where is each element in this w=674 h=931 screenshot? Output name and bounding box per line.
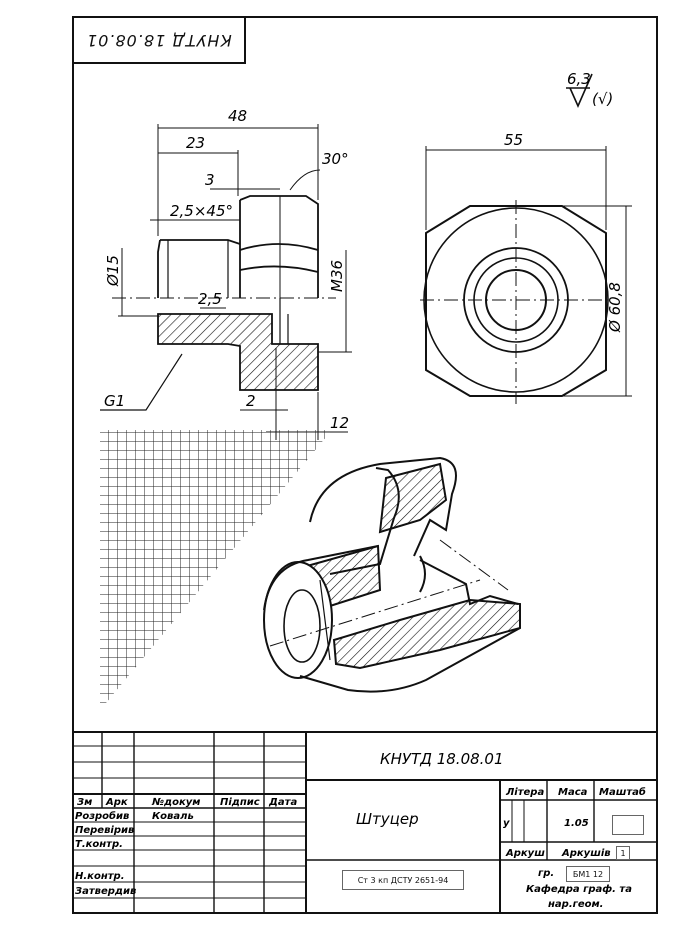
dim-chamfer: 2,5×45° (170, 202, 233, 220)
developer-name: Коваль (152, 811, 194, 822)
title-code: КНУТД 18.08.01 (380, 750, 504, 768)
col-ark: Арк (105, 797, 128, 808)
dim-d15: Ø15 (104, 255, 122, 287)
dim-d608: Ø 60,8 (606, 282, 624, 333)
group-label: гр. (538, 868, 554, 879)
dim-g1: G1 (104, 392, 125, 410)
material-box[interactable]: Ст 3 кп ДСТУ 2651-94 (342, 870, 464, 890)
litera-label: Літера (505, 787, 544, 798)
title-block-text: КНУТД 18.08.01 Штуцер Зм Арк №докум Підп… (75, 750, 646, 910)
litera-value: у (503, 818, 510, 829)
dim-m36: M36 (328, 260, 346, 292)
dim-angle: 30° (322, 150, 349, 168)
title-name: Штуцер (356, 810, 419, 828)
material-value: Ст 3 кп ДСТУ 2651-94 (357, 875, 449, 885)
dim-3: 3 (205, 171, 215, 189)
col-doc: №докум (151, 797, 200, 808)
dim-23: 23 (186, 134, 205, 152)
drawing-frame (72, 16, 658, 914)
sheet-label: Аркуш (505, 848, 545, 859)
side-view (420, 146, 632, 404)
title-block-lines (72, 731, 658, 914)
dept-line1: Кафедра граф. та (526, 883, 632, 895)
scale-value-box[interactable] (612, 815, 644, 835)
row-tcontrol: Т.контр. (75, 839, 123, 850)
isometric-view (263, 456, 521, 693)
top-stamp: КНУТД 18.08.01 (74, 18, 246, 64)
front-view-dimensions: 48 23 3 2,5×45° 30° Ø15 M36 2,5 G1 2 12 (104, 107, 349, 432)
sheets-label: Аркушів (561, 848, 611, 859)
side-view-dimensions: 55 Ø 60,8 (504, 131, 624, 333)
group-value-box[interactable]: БМ1 12 (566, 866, 610, 882)
dim-12: 12 (330, 414, 349, 432)
row-approved: Затвердив (75, 886, 136, 897)
dim-r25: 2,5 (198, 290, 222, 308)
roughness-mark: (√) (592, 90, 613, 108)
col-sign: Підпис (220, 797, 260, 808)
sheets-value-box[interactable]: 1 (616, 846, 630, 860)
row-ncontrol: Н.контр. (75, 871, 125, 882)
mass-label: Маса (558, 787, 588, 798)
roughness-value: 6,3 (567, 70, 591, 88)
mass-value: 1.05 (564, 818, 589, 829)
scale-label: Маштаб (599, 786, 646, 798)
dim-2: 2 (246, 392, 256, 410)
col-date: Дата (268, 797, 297, 808)
dept-line2: нар.геом. (548, 899, 603, 910)
group-value: БМ1 12 (572, 869, 604, 879)
row-checked: Перевірив (75, 825, 134, 836)
row-developed: Розробив (75, 810, 129, 822)
dim-48: 48 (228, 107, 247, 125)
dim-55: 55 (504, 131, 523, 149)
sheets-value: 1 (620, 848, 626, 858)
col-zm: Зм (77, 797, 92, 808)
front-view (100, 124, 352, 440)
roughness-symbol: 6,3 (√) (566, 70, 613, 108)
